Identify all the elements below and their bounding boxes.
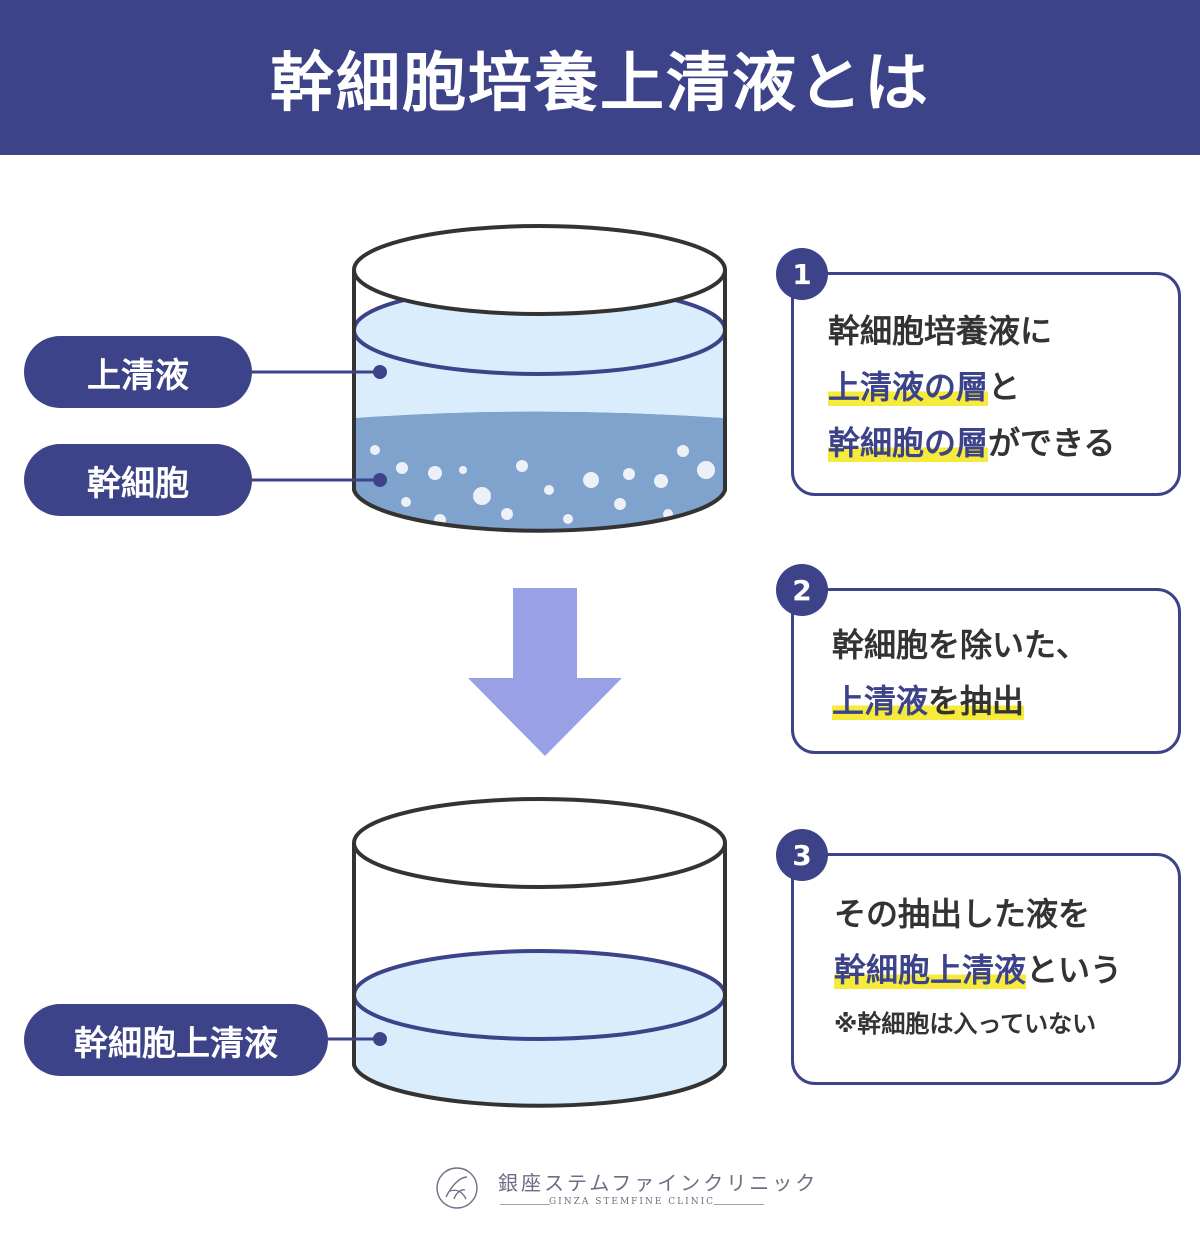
clinic-logo: 銀座ステムファインクリニック GINZA STEMFINE CLINIC [432,1165,815,1215]
beaker-bottom [352,797,727,1108]
label-stem-cells: 幹細胞 [24,444,252,516]
step-3-note: ※幹細胞は入っていない [834,1010,1097,1038]
step-3-line-1-text: その抽出した液を [834,895,1091,933]
connector-supernatant [250,365,387,379]
step-3-line-2-text: という [1026,951,1123,989]
step-2-line-1: 幹細胞を除いた、 [832,617,1088,673]
beaker-top [352,224,727,533]
clinic-name-rule-right [714,1204,764,1205]
step-1-line-2: 上清液の層と [828,359,1115,415]
step-3-line-2: 幹細胞上清液という [834,942,1122,998]
step-1-line-2-text: と [988,368,1021,406]
beaker-bottom-outline [352,843,727,1108]
step-1-line-1-text: 幹細胞培養液に [828,312,1053,350]
step-card-3: その抽出した液を 幹細胞上清液という ※幹細胞は入っていない [791,853,1181,1085]
connector-stem-cell-supernatant [325,1032,387,1046]
step-card-2-text: 幹細胞を除いた、 上清液を抽出 [832,617,1088,729]
clinic-name-jp: 銀座ステムファインクリニック [498,1171,819,1195]
clinic-name-en: GINZA STEMFINE CLINIC [548,1197,716,1207]
step-card-3-text: その抽出した液を 幹細胞上清液という ※幹細胞は入っていない [834,886,1122,1044]
header-banner: 幹細胞培養上清液とは [0,0,1200,155]
clinic-logo-icon [436,1167,478,1209]
label-stem-cell-supernatant: 幹細胞上清液 [24,1004,328,1076]
step-card-1-text: 幹細胞培養液に 上清液の層と 幹細胞の層ができる [828,303,1115,471]
step-card-1: 幹細胞培養液に 上清液の層と 幹細胞の層ができる [791,272,1181,496]
step-badge-1: 1 [776,248,828,300]
step-2-highlight-supernatant: 上清液 [832,682,929,720]
step-2-line-1-text: 幹細胞を除いた、 [832,626,1089,664]
step-1-line-1: 幹細胞培養液に [828,303,1115,359]
step-3-highlight-stem-cell-supernatant: 幹細胞上清液 [834,951,1027,989]
step-1-highlight-supernatant-layer: 上清液の層 [828,368,989,406]
step-1-highlight-stem-cell-layer: 幹細胞の層 [828,424,989,462]
step-card-2: 幹細胞を除いた、 上清液を抽出 [791,588,1181,754]
step-1-line-3: 幹細胞の層ができる [828,415,1115,471]
step-badge-3: 3 [776,829,828,881]
clinic-name-rule-left [500,1204,550,1205]
beaker-bottom-rim [352,797,727,889]
label-supernatant: 上清液 [24,336,252,408]
step-3-line-1: その抽出した液を [834,886,1122,942]
beaker-top-rim [352,224,727,316]
cell-bubbles [370,445,715,526]
page-title: 幹細胞培養上清液とは [270,46,930,121]
step-2-line-2: 上清液を抽出 [832,673,1088,729]
connector-stem-cells [250,473,387,487]
beaker-top-cell-layer [354,411,725,531]
step-badge-2: 2 [776,564,828,616]
step-1-line-3-text: ができる [988,424,1116,462]
beaker-top-outline [352,270,727,533]
step-2-highlight-extract: を抽出 [928,682,1025,720]
arrow-down-icon [468,588,622,756]
beaker-bottom-liquid-surface [352,949,727,1041]
